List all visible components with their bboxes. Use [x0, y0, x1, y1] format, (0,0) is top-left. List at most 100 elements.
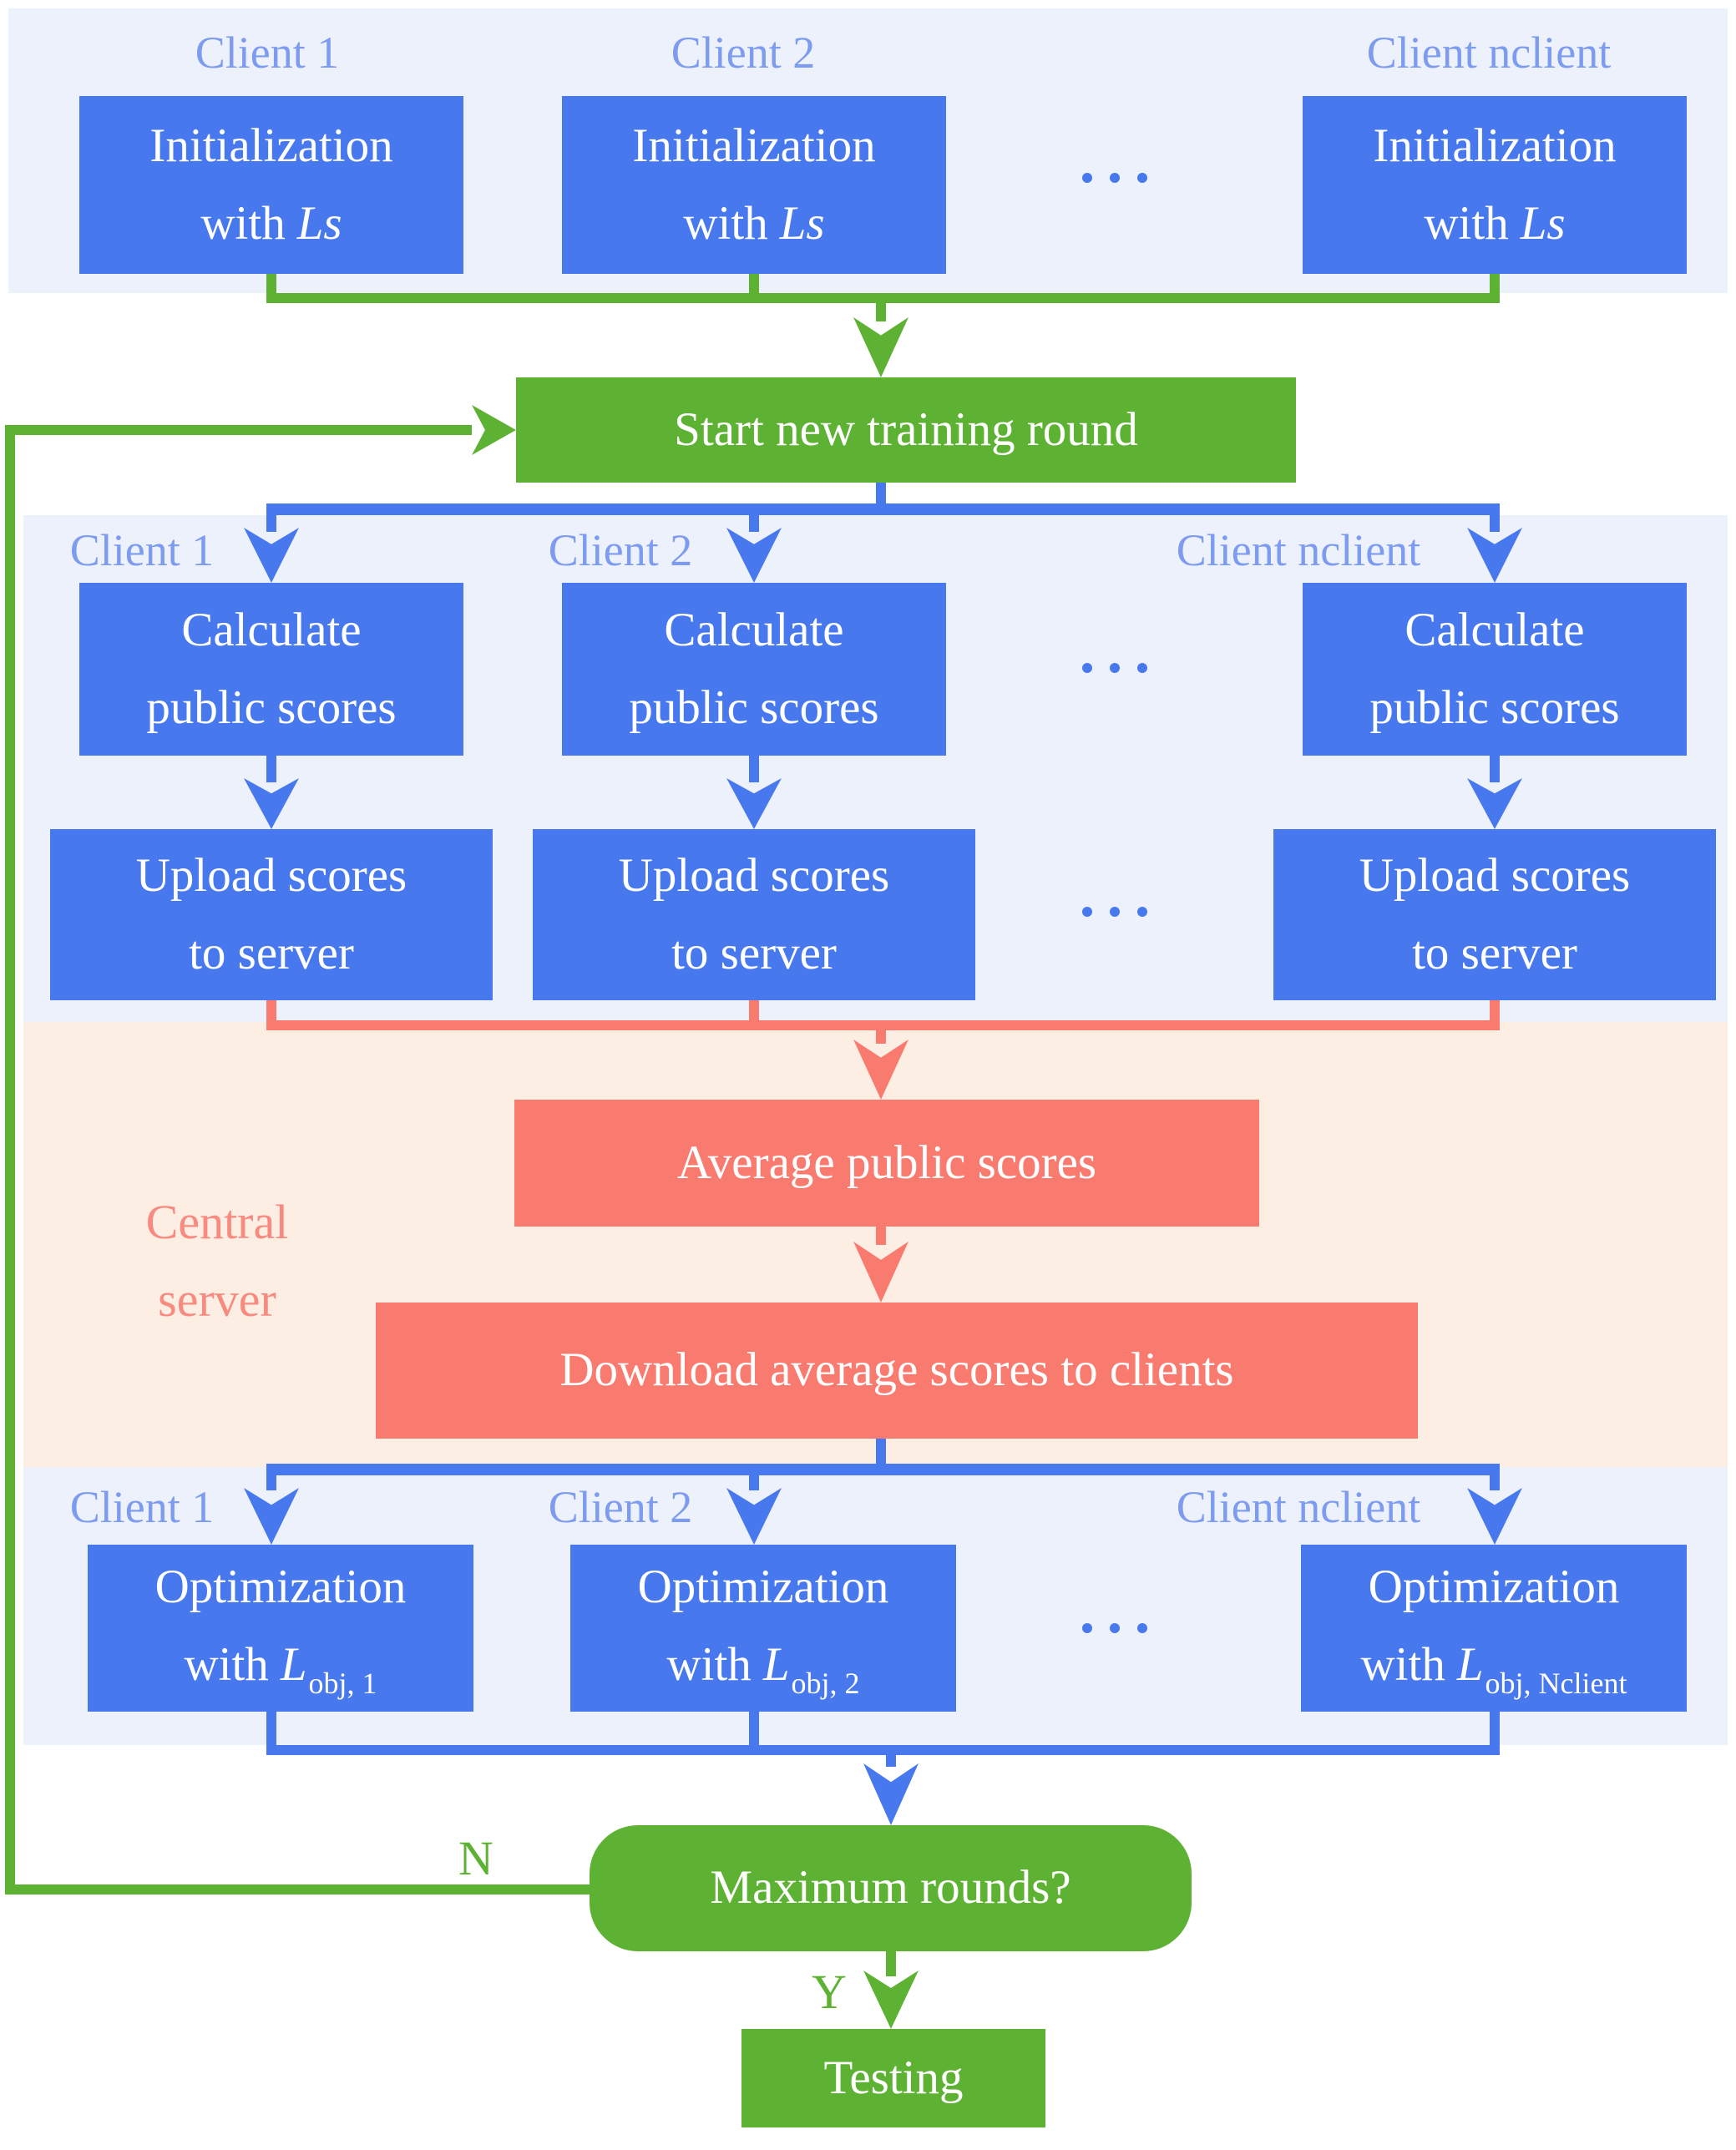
connector	[749, 1475, 759, 1490]
init-loss-symbol: Ls	[1520, 196, 1566, 250]
distribution-line	[266, 503, 1500, 515]
central-server-line1: Central	[145, 1195, 289, 1249]
init-line1: Initialization	[1373, 119, 1617, 173]
branch-y-label: Y	[812, 1965, 847, 2019]
loop-line-left	[5, 425, 15, 1895]
arrow-down-icon	[853, 317, 908, 377]
connector	[266, 756, 276, 782]
opt-line1: Optimization	[1368, 1561, 1620, 1614]
connector	[1490, 515, 1500, 532]
testing-label: Testing	[823, 2051, 964, 2104]
ellipsis-dots-opt	[1082, 1623, 1147, 1633]
opt-line1: Optimization	[154, 1561, 407, 1614]
opt-with: with	[666, 1637, 752, 1691]
merge-line	[266, 293, 1500, 303]
upload-line1: Upload scores	[135, 849, 407, 903]
central-server-label: Central server	[99, 1184, 336, 1339]
calc-line1: Calculate	[1404, 604, 1585, 657]
upload-line1: Upload scores	[1359, 849, 1631, 903]
upload-line2: to server	[1412, 926, 1577, 979]
opt-loss-subscript: obj, Nclient	[1485, 1666, 1627, 1700]
init-loss-symbol: Ls	[779, 196, 825, 250]
download-scores-label: Download average scores to clients	[559, 1343, 1234, 1397]
merge-line	[266, 1020, 1500, 1030]
opt-loss-symbol: L	[762, 1637, 790, 1691]
connector	[876, 1227, 886, 1245]
calc-box-client-1: Calculate public scores	[79, 583, 463, 756]
arrow-down-icon	[863, 1970, 919, 2029]
calc-line1: Calculate	[181, 604, 362, 657]
init-with: with	[683, 196, 768, 250]
init-with: with	[1424, 196, 1509, 250]
upload-line1: Upload scores	[618, 849, 890, 903]
ellipsis-dots-init	[1082, 173, 1147, 183]
connector	[749, 515, 759, 532]
branch-n-label: N	[458, 1831, 493, 1885]
connector	[886, 1951, 896, 1976]
upload-line2: to server	[671, 926, 837, 979]
opt-loss-subscript: obj, 1	[308, 1666, 377, 1700]
calc-line1: Calculate	[664, 604, 844, 657]
arrow-right-icon	[472, 405, 516, 455]
testing-node: Testing	[741, 2029, 1045, 2127]
average-scores-node: Average public scores	[514, 1100, 1259, 1227]
calc-line2: public scores	[1369, 680, 1620, 734]
upload-box-client-2: Upload scores to server	[533, 829, 975, 1000]
init-line1: Initialization	[149, 119, 393, 173]
client-2-header-scores: Client 2	[548, 525, 693, 575]
start-round-node: Start new training round	[516, 377, 1296, 483]
opt-loss-subscript: obj, 2	[791, 1666, 860, 1700]
connector	[886, 1755, 896, 1767]
opt-loss-symbol: L	[280, 1637, 307, 1691]
connector	[876, 303, 886, 321]
distribution-line	[266, 1464, 1500, 1475]
opt-line1: Optimization	[637, 1561, 889, 1614]
opt-loss-symbol: L	[1456, 1637, 1484, 1691]
calc-box-client-2: Calculate public scores	[562, 583, 946, 756]
ellipsis-dots-calc	[1082, 663, 1147, 673]
connector	[749, 1712, 759, 1750]
start-round-label: Start new training round	[674, 402, 1138, 456]
connector	[266, 1712, 276, 1750]
opt-with: with	[184, 1637, 269, 1691]
loop-line-top	[10, 425, 472, 435]
client-2-header-opt: Client 2	[548, 1482, 693, 1532]
opt-with: with	[1360, 1637, 1445, 1691]
init-with: with	[200, 196, 286, 250]
connector	[876, 483, 886, 505]
download-scores-node: Download average scores to clients	[376, 1303, 1418, 1439]
connector	[876, 1030, 886, 1044]
central-server-line2: server	[158, 1272, 276, 1327]
loop-line-bottom	[5, 1884, 590, 1895]
client-2-header-top: Client 2	[671, 28, 816, 78]
decision-label: Maximum rounds?	[710, 1861, 1071, 1915]
upload-box-client-1: Upload scores to server	[50, 829, 493, 1000]
connector	[266, 515, 276, 532]
calc-box-client-n: Calculate public scores	[1303, 583, 1687, 756]
connector	[1490, 1712, 1500, 1750]
average-scores-label: Average public scores	[676, 1136, 1097, 1189]
arrow-down-icon	[863, 1763, 919, 1825]
upload-box-client-n: Upload scores to server	[1273, 829, 1716, 1000]
decision-node: Maximum rounds?	[590, 1825, 1192, 1951]
client-1-header-opt: Client 1	[69, 1482, 215, 1532]
client-n-header-opt: Client nclient	[1176, 1482, 1421, 1532]
calc-line2: public scores	[629, 680, 879, 734]
connector	[1490, 1475, 1500, 1490]
init-line1: Initialization	[632, 119, 876, 173]
init-loss-symbol: Ls	[296, 196, 342, 250]
client-n-header-scores: Client nclient	[1176, 525, 1421, 575]
calc-line2: public scores	[146, 680, 397, 734]
connector	[876, 1439, 886, 1465]
upload-line2: to server	[189, 926, 354, 979]
connector	[749, 756, 759, 782]
client-1-header-top: Client 1	[195, 28, 340, 78]
connector	[266, 1475, 276, 1490]
